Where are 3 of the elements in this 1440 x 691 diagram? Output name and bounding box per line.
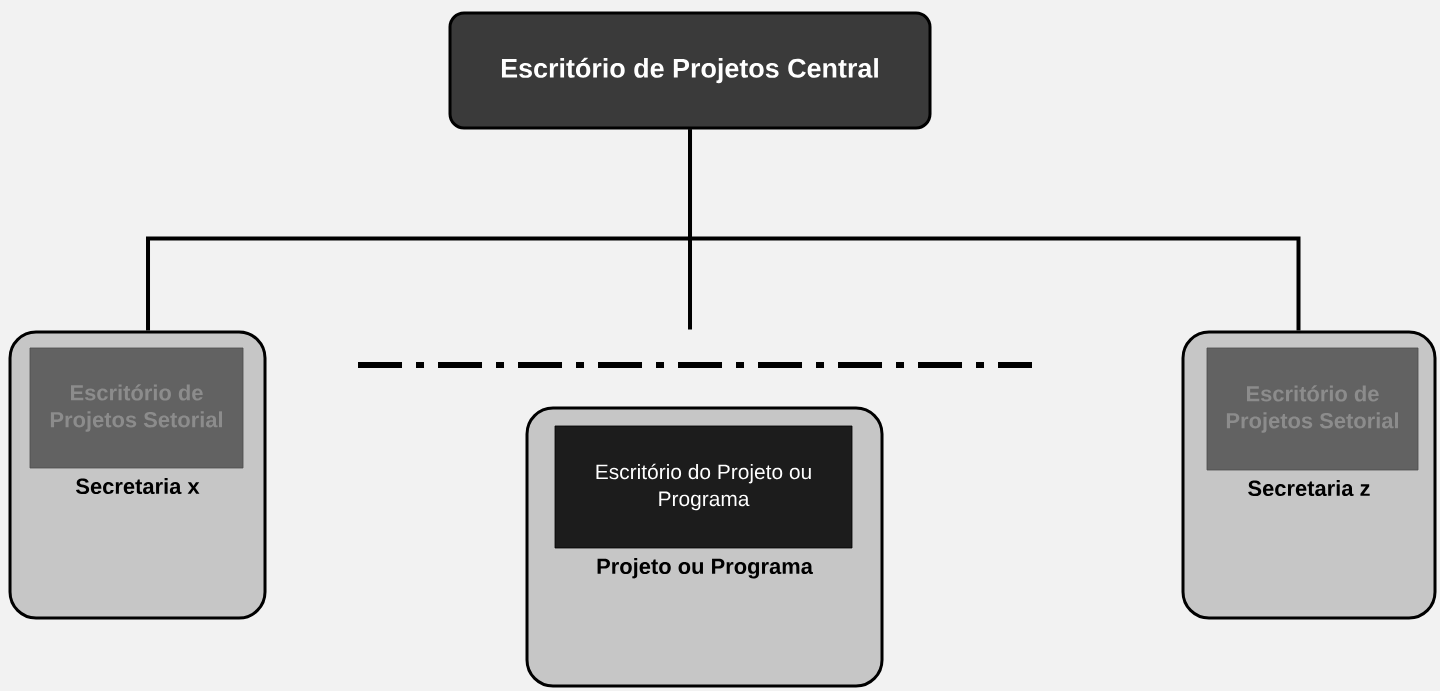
office-box: Escritório do Projeto ou Programa: [554, 425, 853, 549]
connector-line: [688, 129, 692, 330]
org-box: Escritório de Projetos Central: [448, 11, 932, 130]
